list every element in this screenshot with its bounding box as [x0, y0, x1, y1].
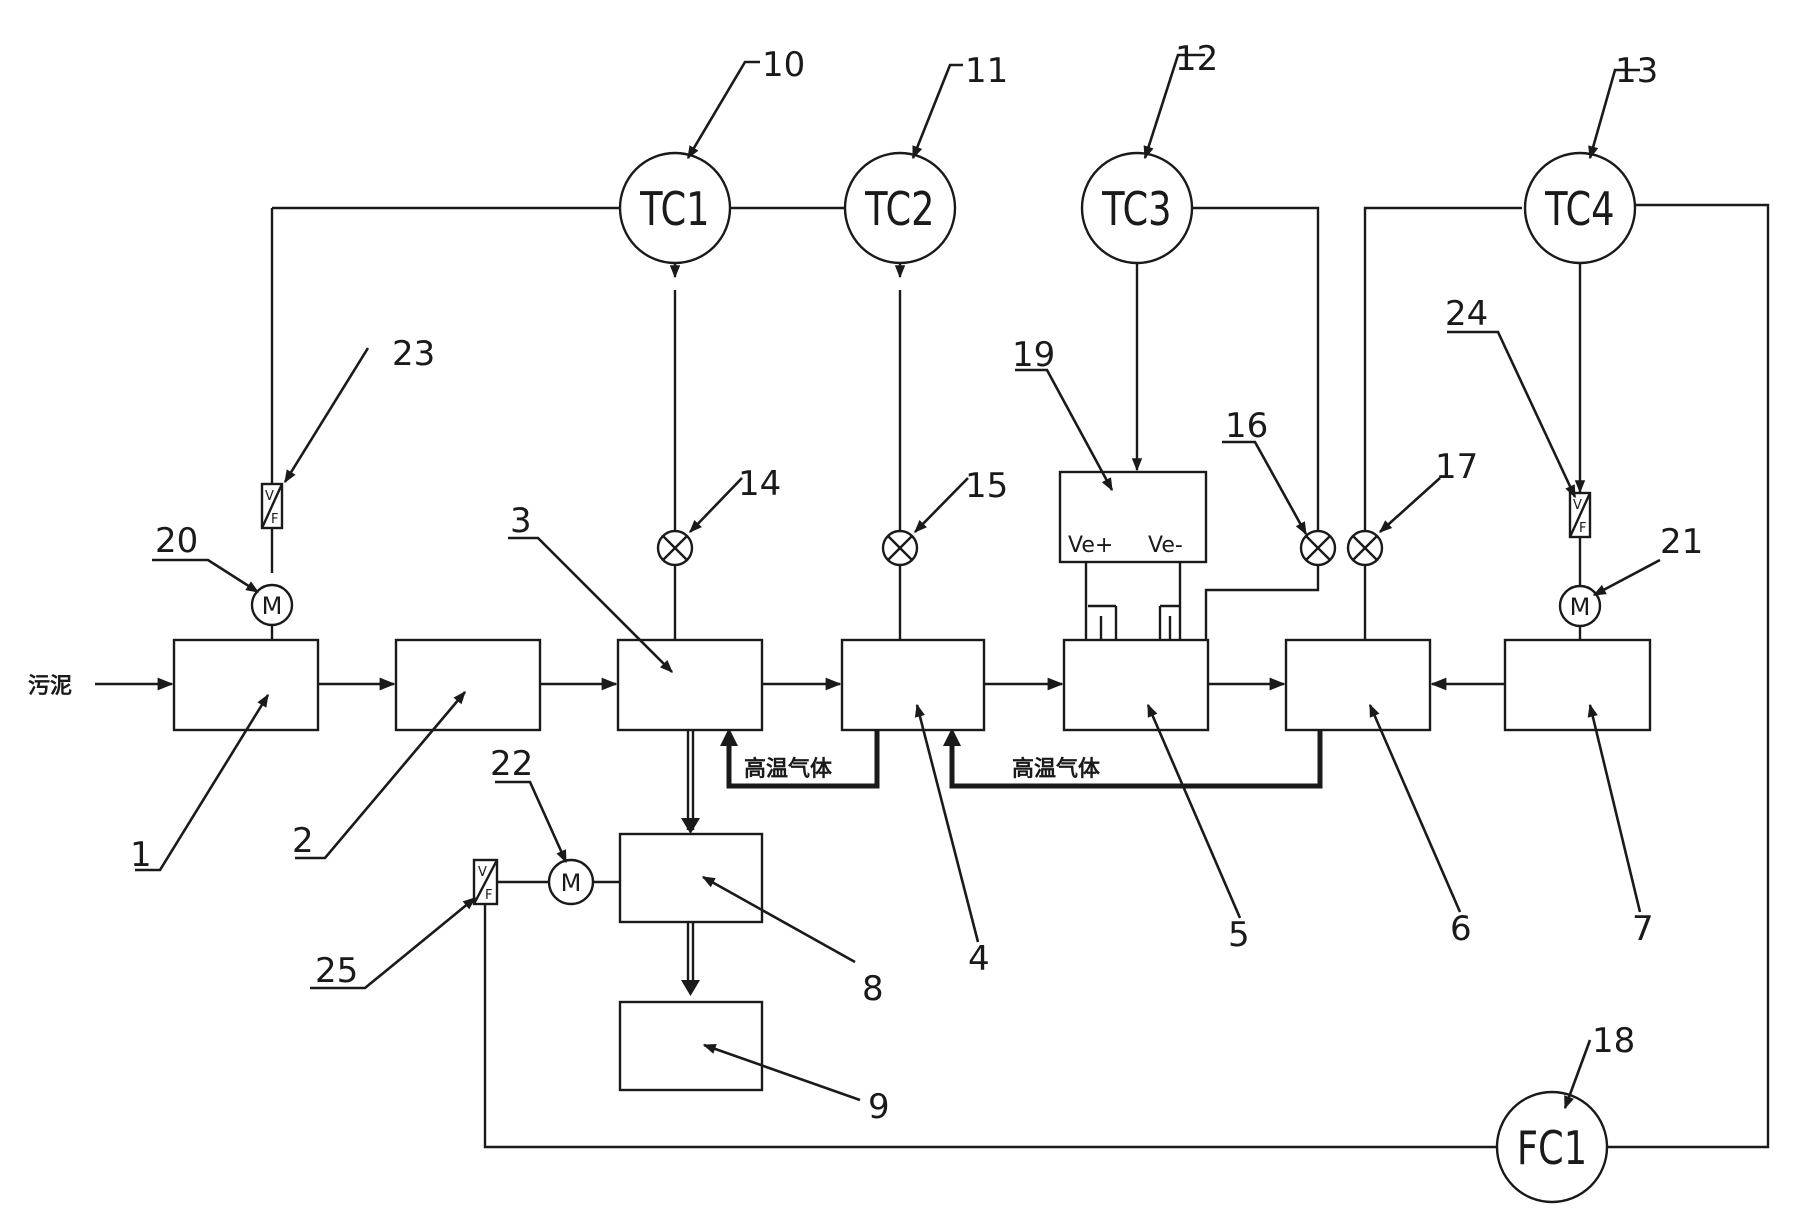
part-number-19: 19: [1012, 335, 1055, 375]
part-number-10: 10: [762, 45, 805, 85]
part-number-5: 5: [1228, 915, 1250, 955]
part-number-16: 16: [1225, 406, 1268, 446]
material-flow: [95, 677, 1505, 996]
part-number-20: 20: [155, 521, 198, 561]
vfd-24-top: V: [1573, 498, 1582, 513]
sensor-17: [1346, 529, 1384, 567]
part-number-17: 17: [1435, 447, 1478, 487]
process-units: [172, 638, 1652, 1092]
unit-9-box: [618, 1000, 764, 1092]
part-number-4: 4: [968, 939, 990, 979]
sensor-14: [656, 529, 694, 567]
tc1-label: TC1: [639, 182, 709, 236]
vfd-25: [472, 858, 499, 906]
power-negative-label: Ve-: [1148, 533, 1183, 558]
part-number-2: 2: [292, 821, 314, 861]
sludge-input-label: 污泥: [28, 674, 72, 699]
unit-5-box: [1062, 638, 1210, 732]
part-number-12: 12: [1175, 39, 1218, 79]
hot-gas-label-1: 高温气体: [744, 756, 833, 782]
fc1-label: FC1: [1517, 1121, 1587, 1175]
part-number-3: 3: [510, 501, 532, 541]
part-number-15: 15: [965, 466, 1008, 506]
motor-22-label: M: [561, 869, 582, 897]
vfd-24: [1568, 491, 1592, 539]
unit-4-box: [840, 638, 986, 732]
part-numbers: 1 2 3 4 5 6 7 8 9 10 11 12 13 14 15 16 1…: [130, 39, 1703, 1127]
power-supply-19: [1058, 470, 1208, 640]
tc3-circle: [1080, 151, 1194, 265]
unit-3-box: [616, 638, 764, 732]
part-number-7: 7: [1632, 909, 1654, 949]
vfd-24-bottom: F: [1579, 521, 1586, 536]
part-number-9: 9: [868, 1087, 890, 1127]
power-positive-label: Ve+: [1068, 533, 1113, 558]
hot-gas-label-2: 高温气体: [1012, 756, 1101, 782]
motor-22: [547, 858, 595, 906]
part-number-8: 8: [862, 969, 884, 1009]
tc2-circle: [843, 151, 957, 265]
hot-gas-lines: [720, 728, 1323, 789]
tc4-label: TC4: [1544, 182, 1614, 236]
part-number-21: 21: [1660, 522, 1703, 562]
part-number-14: 14: [738, 464, 781, 504]
part-number-25: 25: [315, 951, 358, 991]
tc1-circle: [618, 151, 732, 265]
fc1-circle: [1495, 1090, 1609, 1204]
unit-7-box: [1503, 638, 1652, 732]
sensor-16: [1299, 529, 1337, 567]
part-number-13: 13: [1615, 51, 1658, 91]
unit-8-box: [618, 832, 764, 924]
vfd-23: [260, 482, 284, 530]
part-number-22: 22: [490, 744, 533, 784]
vfd-23-bottom: F: [271, 512, 278, 527]
part-number-18: 18: [1592, 1021, 1635, 1061]
tc2-label: TC2: [864, 182, 934, 236]
motor-20: [250, 583, 294, 640]
part-number-11: 11: [965, 51, 1008, 91]
tc4-circle: [1523, 151, 1637, 265]
tc3-label: TC3: [1101, 182, 1171, 236]
controllers: [618, 151, 1637, 1204]
motor-21: [1558, 584, 1602, 628]
vfd-25-bottom: F: [485, 888, 492, 903]
leader-lines: [135, 53, 1661, 1110]
part-number-1: 1: [130, 835, 152, 875]
vfd-23-top: V: [265, 489, 274, 504]
part-number-6: 6: [1450, 909, 1472, 949]
unit-6-box: [1284, 638, 1432, 732]
vfd-25-top: V: [478, 865, 487, 880]
part-number-23: 23: [392, 334, 435, 374]
unit-1-box: [172, 638, 320, 732]
motor-21-label: M: [1570, 593, 1591, 621]
sensor-15: [881, 529, 919, 567]
motor-20-label: M: [262, 592, 283, 620]
signal-lines: [270, 203, 1770, 1149]
unit-2-box: [394, 638, 542, 732]
part-number-24: 24: [1445, 294, 1488, 334]
